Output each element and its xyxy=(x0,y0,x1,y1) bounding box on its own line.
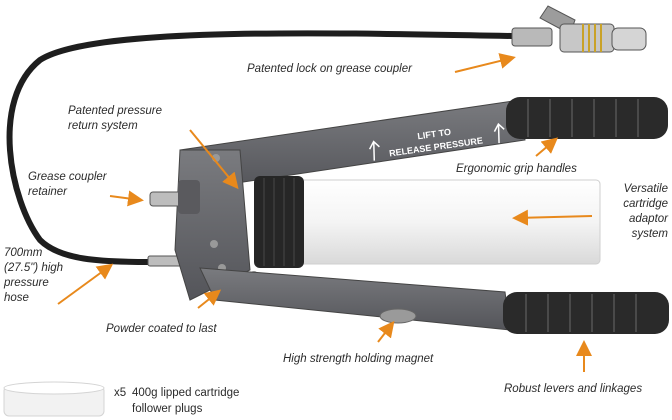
top-grip-handle xyxy=(506,97,668,139)
follower-plug xyxy=(3,381,105,417)
callout-magnet: High strength holding magnet xyxy=(283,353,434,365)
cartridge-tube xyxy=(299,179,601,265)
callout-grip: Ergonomic grip handles xyxy=(456,163,577,175)
holding-magnet xyxy=(379,308,417,324)
grease-coupler xyxy=(511,5,647,53)
callout-coupler-retainer: Grease coupler retainer xyxy=(28,171,107,198)
plug-quantity: x5 xyxy=(114,387,127,399)
callout-powder-coated: Powder coated to last xyxy=(106,323,217,335)
plug-line-1: 400g lipped cartridge xyxy=(132,387,240,399)
callout-lock: Patented lock on grease coupler xyxy=(247,63,412,75)
callout-hose: 700mm (27.5") high pressure hose xyxy=(4,247,64,304)
handle-text-line1: LIFT TO xyxy=(417,127,452,142)
plug-line-2: follower plugs xyxy=(132,403,203,415)
callout-arrows xyxy=(57,53,593,372)
hose xyxy=(6,30,515,265)
cartridge-cap xyxy=(254,176,304,268)
bottom-grip-handle xyxy=(503,292,669,334)
callout-pressure-return: Patented pressure return system xyxy=(68,105,162,132)
bottom-lever xyxy=(199,267,511,331)
callout-adaptor: Versatile cartridge adaptor system xyxy=(623,183,668,240)
callout-levers: Robust levers and linkages xyxy=(504,383,643,395)
